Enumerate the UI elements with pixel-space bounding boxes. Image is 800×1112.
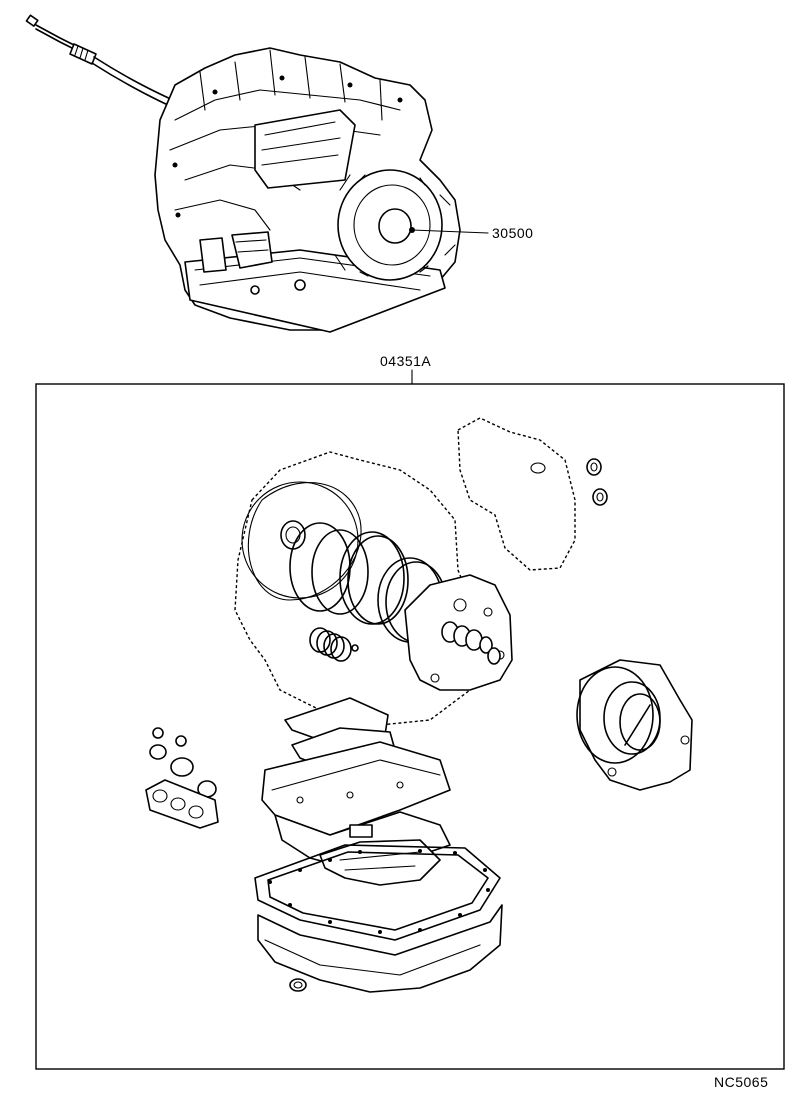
differential-seal-housing	[576, 659, 693, 791]
callout-04351A: 04351A	[380, 353, 431, 369]
transaxle-assembly-illustration: 30500	[25, 14, 533, 333]
solenoid-gasket	[145, 779, 219, 829]
callout-30500: 30500	[492, 225, 533, 241]
piston-seal-stack	[309, 627, 359, 662]
leader-line-30500	[411, 229, 489, 234]
kit-boundary-box	[35, 383, 785, 1070]
valve-seal-set	[441, 621, 501, 665]
overhaul-kit-group: 04351A	[35, 353, 785, 1070]
valve-body-plates	[261, 697, 451, 886]
oil-pan	[257, 904, 503, 993]
drain-plug-gasket	[289, 978, 307, 992]
figure-code: NC5065	[714, 1074, 768, 1090]
small-o-rings-left	[149, 727, 217, 798]
transaxle-case	[154, 47, 461, 333]
oil-pan-gasket	[254, 844, 501, 941]
small-o-rings-upper	[586, 458, 608, 506]
side-cover-gasket	[457, 417, 576, 571]
